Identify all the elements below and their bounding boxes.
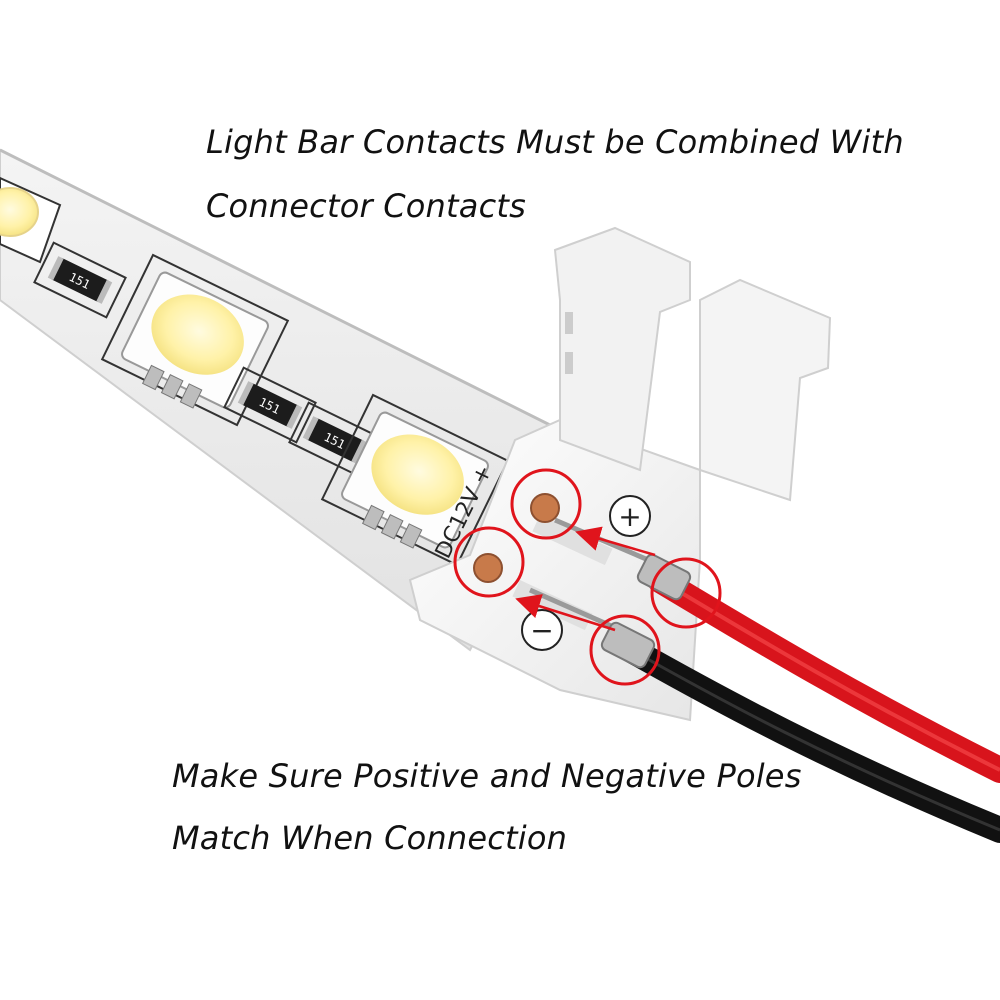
copper-pads [473, 493, 560, 583]
resistor: 151 [33, 241, 127, 319]
led-chip [0, 176, 62, 264]
negative-sign: − [530, 614, 553, 647]
highlight-circles [453, 468, 722, 686]
highlight-circle-strip-negative [453, 526, 525, 598]
caption-bottom-line-1: Make Sure Positive and Negative Poles [172, 757, 802, 795]
led-chip [100, 253, 290, 427]
connection-arrows [515, 526, 656, 632]
highlight-circle-wire-negative [589, 614, 661, 686]
wires [600, 553, 1000, 843]
negative-symbol: − [521, 609, 563, 651]
highlight-circle-strip-positive [510, 468, 582, 540]
positive-symbol: + [609, 495, 651, 537]
led-strip: 151 151 151 [0, 148, 582, 652]
highlight-circle-wire-positive [650, 557, 722, 629]
caption-top-line-2: Connector Contacts [206, 187, 526, 225]
resistor: 151 [223, 366, 317, 444]
positive-sign: + [618, 500, 641, 533]
caption-top-line-1: Light Bar Contacts Must be Combined With [206, 123, 904, 161]
led-chip [320, 393, 510, 567]
caption-bottom-line-2: Match When Connection [172, 819, 568, 857]
